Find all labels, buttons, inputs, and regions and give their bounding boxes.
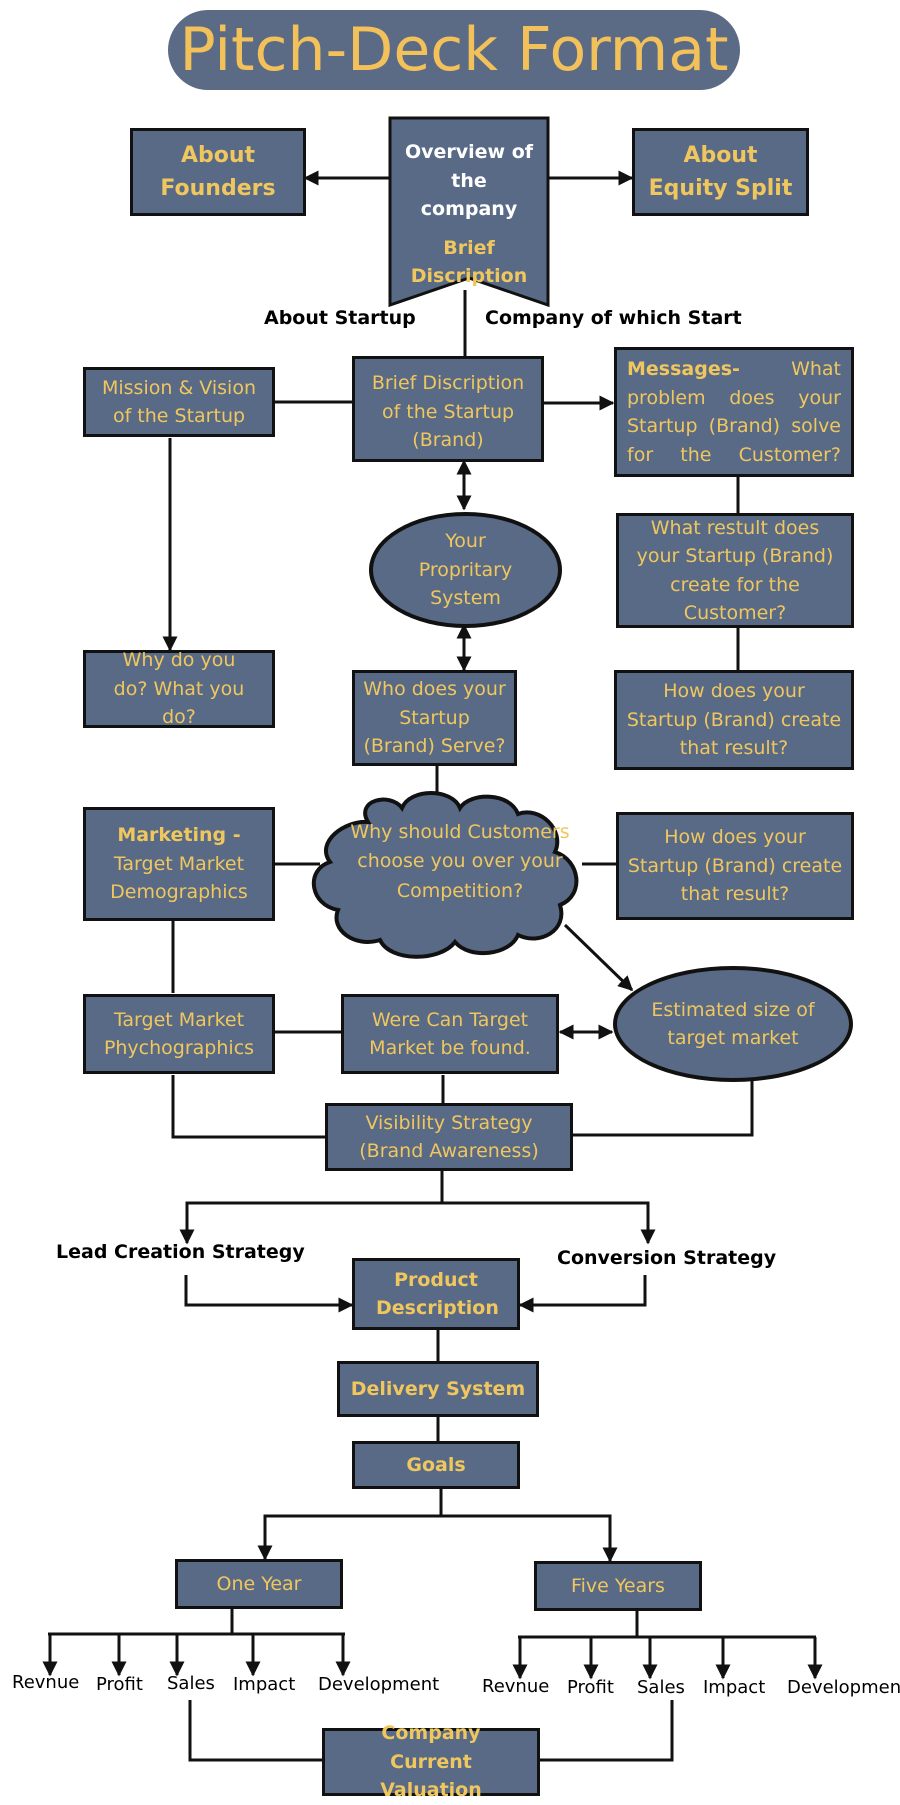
choose-label: Why should Customers choose you over you…	[350, 821, 570, 902]
messages-text: Messages- What problem does your Startup…	[627, 355, 841, 469]
how-result-box-1: How does your Startup (Brand) create tha…	[614, 670, 854, 770]
about-equity-label: About Equity Split	[648, 143, 793, 201]
valuation-label: Company Current Valuation	[380, 1722, 482, 1802]
found-box: Were Can Target Market be found.	[341, 994, 559, 1074]
page-title: Pitch-Deck Format	[168, 10, 740, 90]
five-years-label: Five Years	[571, 1574, 665, 1597]
result-box: What restult does your Startup (Brand) c…	[616, 513, 854, 628]
visibility-box: Visibility Strategy (Brand Awareness)	[325, 1103, 573, 1171]
proprietary-system-oval: Your Propritary System	[369, 512, 562, 628]
messages-box: Messages- What problem does your Startup…	[614, 347, 854, 477]
marketing-demographics-box: Marketing - Target Market Demographics	[83, 807, 275, 921]
goal-item-left-revenue: Revnue	[12, 1672, 80, 1693]
delivery-system-box: Delivery System	[337, 1361, 539, 1417]
about-equity-box: About Equity Split	[632, 128, 809, 216]
product-description-box: Product Description	[352, 1258, 520, 1330]
about-founders-box: About Founders	[130, 128, 306, 216]
how-result-label-1: How does your Startup (Brand) create tha…	[626, 680, 842, 760]
company-start-label: Company of which Start	[485, 307, 742, 329]
serve-label: Who does your Startup (Brand) Serve?	[363, 678, 506, 758]
mission-vision-box: Mission & Vision of the Startup	[83, 367, 275, 437]
why-do-box: Why do you do? What you do?	[83, 649, 275, 728]
goal-item-left-sales: Sales	[167, 1673, 215, 1694]
overview-box: Overview of the company Brief Discriptio…	[392, 130, 546, 287]
conversion-label: Conversion Strategy	[557, 1247, 777, 1269]
demographics-label: Target Market Demographics	[110, 852, 248, 904]
goal-item-left-profit: Profit	[96, 1674, 143, 1695]
messages-question: What problem does your Startup (Brand) s…	[627, 358, 841, 466]
proprietary-system-label: Your Propritary System	[418, 530, 513, 610]
delivery-system-label: Delivery System	[350, 1377, 526, 1400]
one-year-label: One Year	[216, 1572, 302, 1595]
mission-vision-label: Mission & Vision of the Startup	[101, 376, 256, 428]
psychographics-box: Target Market Phychographics	[83, 994, 275, 1074]
psychographics-label: Target Market Phychographics	[103, 1008, 255, 1060]
lead-creation-label: Lead Creation Strategy	[56, 1241, 305, 1263]
result-label: What restult does your Startup (Brand) c…	[636, 516, 834, 625]
goal-item-right-sales: Sales	[637, 1677, 685, 1698]
overview-label: Overview of the company	[404, 141, 534, 220]
goals-label: Goals	[406, 1453, 466, 1476]
goal-item-right-development: Development	[787, 1677, 900, 1698]
estimated-size-oval: Estimated size of target market	[613, 966, 853, 1082]
overview-banner-shape	[388, 116, 550, 308]
brief-description-label: Brief Discription	[410, 236, 528, 288]
serve-box: Who does your Startup (Brand) Serve?	[352, 670, 517, 766]
how-result-label-2: How does your Startup (Brand) create tha…	[627, 826, 843, 906]
goal-item-right-revenue: Revnue	[482, 1676, 550, 1697]
product-description-label: Product Description	[376, 1268, 499, 1320]
why-do-label: Why do you do? What you do?	[113, 649, 245, 729]
about-founders-label: About Founders	[160, 143, 276, 201]
goal-item-left-development: Development	[318, 1674, 440, 1695]
five-years-box: Five Years	[534, 1561, 702, 1611]
brief-startup-label: Brief Discription of the Startup (Brand)	[371, 372, 525, 451]
valuation-box: Company Current Valuation	[322, 1722, 540, 1801]
messages-title: Messages-	[627, 358, 740, 380]
cloud-shape	[311, 791, 579, 959]
estimated-size-label: Estimated size of target market	[651, 998, 815, 1050]
one-year-box: One Year	[175, 1559, 343, 1609]
found-label: Were Can Target Market be found.	[369, 1008, 531, 1060]
brief-startup-box: Brief Discription of the Startup (Brand)	[352, 356, 544, 462]
goal-item-right-profit: Profit	[567, 1677, 614, 1698]
marketing-title: Marketing -	[117, 824, 241, 847]
about-startup-label: About Startup	[264, 307, 416, 329]
how-result-box-2: How does your Startup (Brand) create tha…	[616, 812, 854, 920]
visibility-label: Visibility Strategy (Brand Awareness)	[359, 1111, 539, 1163]
goal-item-right-impact: Impact	[703, 1677, 766, 1698]
goals-box: Goals	[352, 1441, 520, 1489]
goal-item-left-impact: Impact	[233, 1674, 296, 1695]
